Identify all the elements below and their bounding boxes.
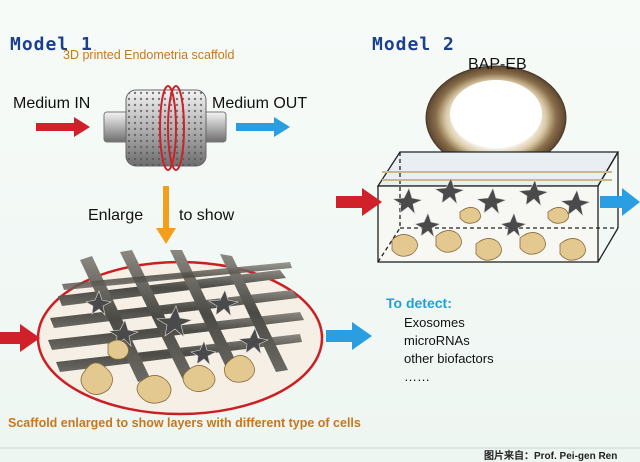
model1-subtitle: 3D printed Endometria scaffold — [63, 48, 235, 62]
box-epithelial-cells — [391, 207, 586, 261]
box-input-arrow — [336, 188, 382, 216]
detect-item-biofactors: other biofactors — [404, 351, 494, 366]
detect-item-micrornas: microRNAs — [404, 333, 470, 348]
medium-out-label: Medium OUT — [212, 95, 308, 112]
detect-item-exosomes: Exosomes — [404, 315, 465, 330]
scaffold-input-arrow — [0, 324, 40, 352]
to-show-label: to show — [179, 207, 235, 224]
medium-out-arrow — [236, 117, 290, 137]
to-detect-heading: To detect: — [386, 295, 452, 311]
scaffold-output-arrow — [326, 322, 372, 350]
enlarge-label: Enlarge — [88, 207, 144, 224]
epithelial-cells — [80, 339, 255, 404]
enlarged-scaffold — [36, 250, 324, 416]
stellate-cells — [85, 289, 269, 366]
scaffold-rods — [48, 250, 304, 382]
box-stellate-cells — [392, 177, 591, 238]
bap-eb-label: BAP-EB — [468, 56, 527, 73]
bap-eb-ring-icon — [425, 65, 567, 171]
detect-item-ellipsis: …… — [404, 369, 430, 384]
medium-in-label: Medium IN — [13, 95, 91, 112]
scaffold-cylinder-icon — [103, 85, 227, 171]
model2-title: Model 2 — [372, 34, 455, 55]
medium-in-arrow — [36, 117, 90, 137]
box-layer-lines — [382, 171, 612, 181]
model1-title: Model 1 — [10, 34, 93, 55]
box-output-arrow — [600, 188, 640, 216]
enlarge-arrow — [156, 186, 176, 244]
image-credit: 图片来自：Prof. Pei-gen Ren — [484, 451, 618, 462]
scaffold-caption: Scaffold enlarged to show layers with di… — [8, 416, 361, 430]
